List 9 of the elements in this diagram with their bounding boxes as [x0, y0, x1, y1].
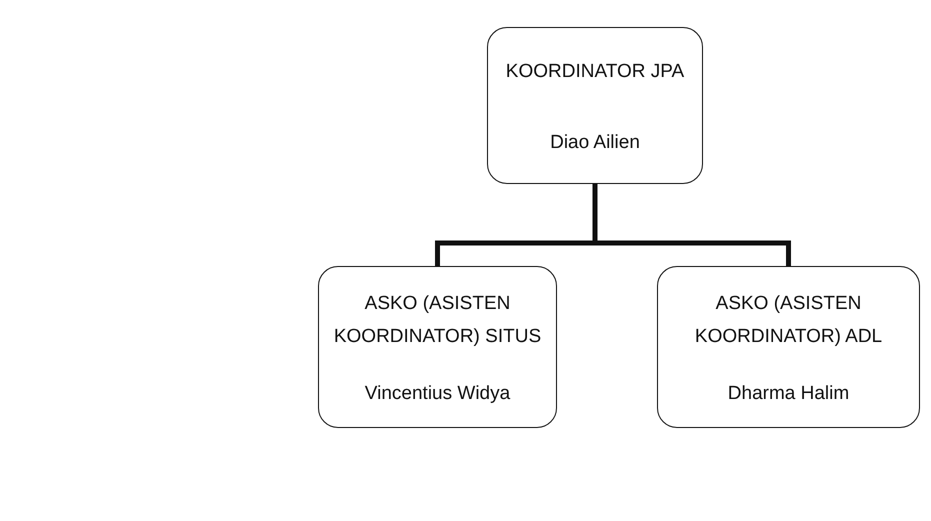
person-name: Vincentius Widya [364, 382, 510, 406]
org-box [487, 27, 703, 184]
role-title: ASKO (ASISTEN KOORDINATOR) SITUS [332, 292, 542, 349]
org-box [657, 266, 920, 428]
person-name: Dharma Halim [728, 382, 850, 406]
role-title: KOORDINATOR JPA [506, 60, 684, 84]
person-name: Diao Ailien [550, 131, 640, 155]
org-box [318, 266, 557, 428]
role-title: ASKO (ASISTEN KOORDINATOR) ADL [694, 292, 884, 349]
